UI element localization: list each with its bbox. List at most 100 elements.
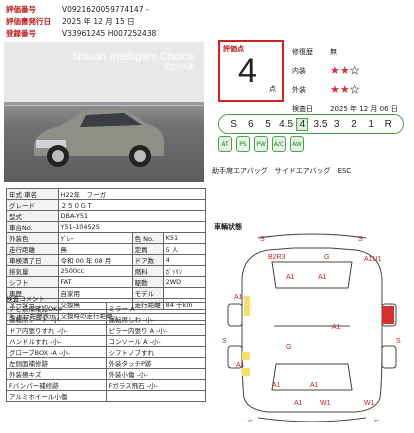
comment-cell: ナビ装備確認OK※ [6,302,107,314]
comment-cell: シフトノブすれ [105,346,206,358]
interior-stars: ★★★ [330,64,360,78]
spec-key: 外装色 [6,232,59,244]
spec-key: 車台No. [6,221,59,233]
diagram-label: G [324,254,329,261]
comment-cell [105,390,206,402]
issue-date-label: 評価書発行日 [6,17,51,26]
comment-cell: ピラー内張り A -小- [105,324,206,336]
date-row: 検査日 2025 年 12 月 06 日 [292,99,410,118]
star-icon: ★ [339,83,350,96]
header-row: 評価番号 V0921620059774147 - [6,4,156,16]
grade-box: 評価点 4 点 [218,40,284,102]
diagram-label: S [374,420,379,422]
registration-value: V33961245 H007252438 [62,29,157,38]
spec-value: K51 [162,232,207,244]
spec-value: 2WD [162,276,207,288]
diagram-label: S [222,338,227,345]
spec-key: 走行距離 [6,243,59,255]
spec-row: 車歴自家用モデル [6,287,207,299]
equipment-icon: PW [254,136,268,152]
car-silhouette [34,108,164,167]
equipment-icon: AT [218,136,232,152]
dealer-sign: Nissan Intelligent Choice 認定中古車 [73,52,194,74]
date-label: 検査日 [292,104,313,113]
diagram-label: A1 [272,382,281,389]
grade-scale-item: 2 [351,118,357,130]
interior-row: 内装 ★★★ [292,61,410,80]
comment-cell: 外装タッチP跡 [105,357,206,369]
spec-value: FAT [57,276,133,288]
comment-cell: Fバンパー補修跡 [6,379,107,391]
grade-scale-item: 4.5 [279,118,294,130]
eval-number-value: V0921620059774147 - [62,5,149,14]
comment-cell: 運転席シート -小- [6,313,107,325]
spec-value: ２５０ＧＴ [57,199,207,211]
comment-row: グローブBOX -A -小-シフトノブすれ [6,346,206,358]
spec-value: 2500cc [57,265,133,277]
date-value: 2025 年 12 月 06 日 [330,104,398,113]
spec-row: 外装色ｸﾞﾚｰ色 No.K51 [6,232,207,244]
comment-row: ナビ装備確認OK※ミラー A [6,302,206,314]
comment-row: ハンドルすれ -小-コンソール A -小- [6,335,206,347]
grade-value: 4 [238,52,257,90]
grade-scale-item: 3 [333,118,340,130]
diagram-label: A1U1 [364,256,382,263]
spec-key: 排気量 [6,265,59,277]
grade-scale-item: R [384,118,392,130]
comment-cell: アルミホイール小傷 [6,390,107,402]
spec-key: 車検満了日 [6,254,59,266]
grade-label: 評価点 [223,45,244,53]
diagram-label: A1 [332,324,341,331]
damage-mark [242,368,250,376]
spec-key: 型式 [6,210,59,222]
exterior-row: 外装★★★ [292,80,410,99]
vehicle-photo: Nissan Intelligent Choice 認定中古車 [4,42,204,182]
sign-line2: 認定中古車 [163,65,194,71]
spec-value: ｶﾞｿﾘﾝ [162,265,207,277]
comment-cell: Fガラス飛石 -小- [105,379,206,391]
star-icon: ★ [330,83,340,96]
airbag-info: 助手席エアバッグ サイドエアバッグ ESC [212,167,352,175]
spec-key: 年式 車名 [6,188,59,200]
diagram-label: S [396,338,401,345]
diagram-label: S [358,236,363,243]
repair-row: 修復歴無 [292,42,410,61]
grade-scale-item: S [230,118,237,130]
spec-key: 色 No. [131,232,164,244]
grade-scale-item: 6 [248,118,254,130]
comment-row: アルミホイール小傷 [6,390,206,402]
spec-key: グレード [6,199,59,211]
spec-key: ドア数 [131,254,164,266]
star-icon: ★ [349,64,360,78]
spec-value: 無 [57,243,133,255]
diagram-label: A1 [234,294,243,301]
star-icon: ★ [339,64,350,77]
diagram-label: A1 [318,274,327,281]
grade-scale-item: 4 [296,117,309,131]
comment-cell: ハンドルすれ -小- [6,335,107,347]
comment-row: 外装擦キズ外装小傷 -小- [6,368,206,380]
grade-unit: 点 [269,85,276,93]
grade-scale-item: 3.5 [313,118,328,130]
comment-cell: コンソール A -小- [105,335,206,347]
sign-line1: Nissan Intelligent Choice [72,51,194,63]
spec-value: 5 人 [162,243,207,255]
comment-row: ドア内張りすれ -小-ピラー内張り A -小- [6,324,206,336]
comment-cell: 外装擦キズ [6,368,107,380]
interior-label: 内装 [292,66,306,75]
spec-key: 燃料 [131,265,164,277]
spec-value: H22年 フーガ [57,188,207,200]
spec-row: 車台No.Y51-104525 [6,221,207,233]
spec-key: シフト [6,276,59,288]
eval-number-label: 評価番号 [6,5,36,14]
